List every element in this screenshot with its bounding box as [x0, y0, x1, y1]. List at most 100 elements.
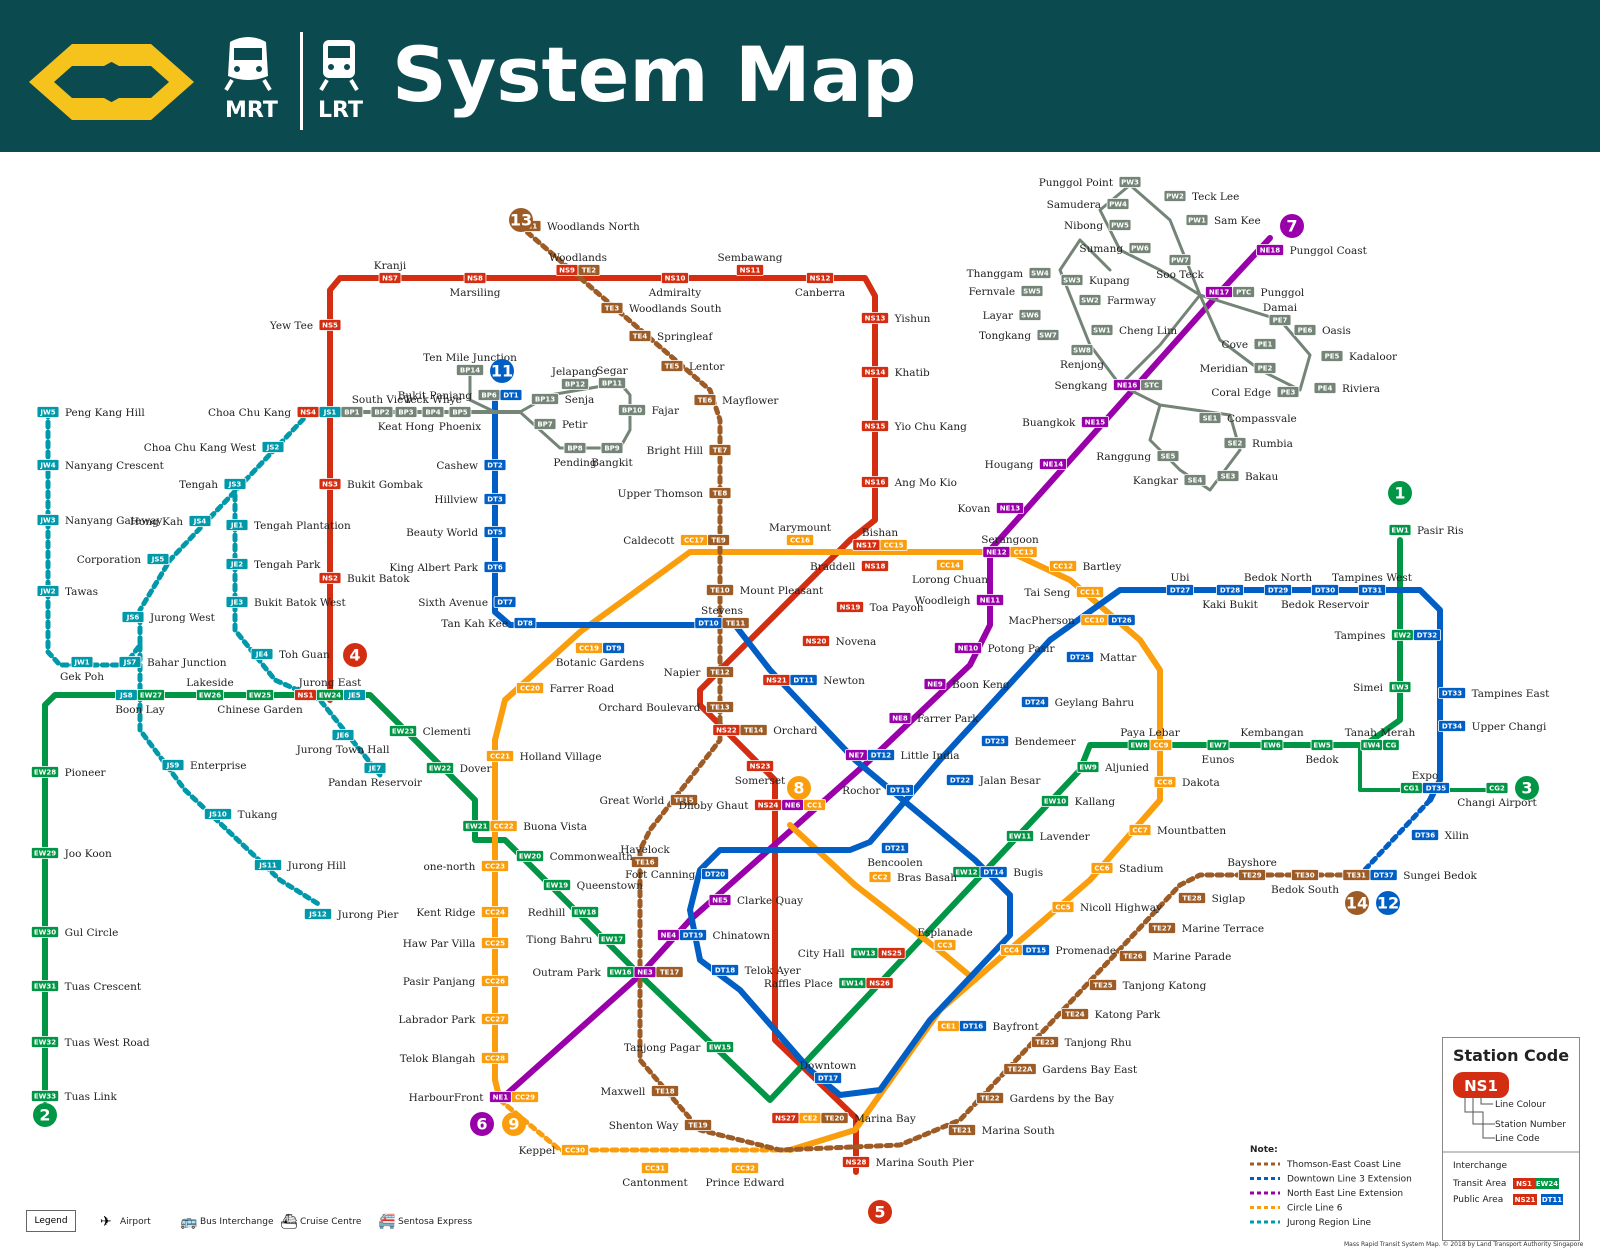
station-joo-koon[interactable]: EW29 — [30, 847, 60, 859]
station-bedok-north[interactable]: DT29 — [1264, 584, 1293, 596]
station-damai[interactable]: PE7 — [1268, 314, 1292, 326]
station-simei[interactable]: EW3 — [1388, 681, 1412, 693]
station-south-view[interactable]: BP2 — [370, 406, 394, 418]
station-tongkang[interactable]: SW7 — [1036, 329, 1060, 341]
station-cove[interactable]: PE1 — [1253, 338, 1277, 350]
station-keat-hong[interactable]: BP3 — [394, 406, 418, 418]
station-bedok-south[interactable]: TE30 — [1291, 869, 1320, 881]
station-woodlands-south[interactable]: TE3 — [600, 302, 624, 314]
station-samudera[interactable]: PW4 — [1106, 198, 1130, 210]
station-toa-payoh[interactable]: NS19 — [836, 601, 865, 613]
station-dakota[interactable]: CC8 — [1153, 776, 1177, 788]
station-lavender[interactable]: EW11 — [1006, 830, 1035, 842]
station-dover[interactable]: EW22 — [425, 762, 454, 774]
station-orchard-boulevard[interactable]: TE13 — [706, 701, 735, 713]
station-clementi[interactable]: EW23 — [388, 725, 417, 737]
station-mattar[interactable]: DT25 — [1066, 651, 1095, 663]
station-king-albert-park[interactable]: DT6 — [483, 561, 507, 573]
station-punggol-point[interactable]: PW3 — [1118, 176, 1142, 188]
station-senja[interactable]: BP13 — [531, 393, 560, 405]
station-holland-village[interactable]: CC21 — [485, 750, 514, 762]
station-toh-guan[interactable]: JE4 — [250, 648, 274, 660]
station-enterprise[interactable]: JS9 — [161, 759, 185, 771]
station-jurong-pier[interactable]: JS12 — [303, 908, 332, 920]
station-esplanade[interactable]: CC3 — [933, 939, 957, 951]
station-mountbatten[interactable]: CC7 — [1128, 824, 1152, 836]
station-chinese-garden[interactable]: EW25 — [245, 689, 274, 701]
station-tanjong-pagar[interactable]: EW15 — [706, 1041, 735, 1053]
station-hillview[interactable]: DT3 — [483, 493, 507, 505]
station-mount-pleasant[interactable]: TE10 — [706, 584, 735, 596]
station-marina-south[interactable]: TE21 — [948, 1124, 977, 1136]
station-clarke-quay[interactable]: NE5 — [708, 894, 732, 906]
station-khatib[interactable]: NS14 — [861, 366, 890, 378]
station-bukit-batok[interactable]: NS2 — [318, 572, 342, 584]
station-queenstown[interactable]: EW19 — [543, 879, 572, 891]
station-lorong-chuan[interactable]: CC14 — [936, 559, 965, 571]
station-petir[interactable]: BP7 — [533, 418, 557, 430]
station-commonwealth[interactable]: EW20 — [516, 850, 545, 862]
station-katong-park[interactable]: TE24 — [1061, 1008, 1090, 1020]
station-keppel[interactable]: CC30 — [561, 1144, 590, 1156]
station-segar[interactable]: BP11 — [598, 377, 627, 389]
station-marine-terrace[interactable]: TE27 — [1148, 922, 1177, 934]
station-kangkar[interactable]: SE4 — [1183, 474, 1207, 486]
station-compassvale[interactable]: SE1 — [1198, 412, 1222, 424]
station-tengah-park[interactable]: JE2 — [225, 558, 249, 570]
station-thanggam[interactable]: SW4 — [1028, 267, 1052, 279]
station-kovan[interactable]: NE13 — [996, 502, 1025, 514]
station-tuas-crescent[interactable]: EW31 — [30, 980, 60, 992]
station-tampines-east[interactable]: DT33 — [1438, 687, 1467, 699]
station-cashew[interactable]: DT2 — [483, 459, 507, 471]
station-bakau[interactable]: SE3 — [1216, 470, 1240, 482]
station-nicoll-highway[interactable]: CC5 — [1051, 901, 1075, 913]
station-changi-airport[interactable]: CG2 — [1485, 782, 1509, 794]
station-pioneer[interactable]: EW28 — [30, 766, 60, 778]
station-tanjong-rhu[interactable]: TE23 — [1031, 1036, 1060, 1048]
station-sumang[interactable]: PW6 — [1128, 242, 1152, 254]
station-ten-mile-junction[interactable]: BP14 — [455, 364, 484, 376]
station-teck-lee[interactable]: PW2 — [1163, 190, 1187, 202]
station-jelapang[interactable]: BP12 — [561, 378, 590, 390]
station-haw-par-villa[interactable]: CC25 — [480, 937, 509, 949]
station-rochor[interactable]: DT13 — [886, 784, 915, 796]
station-great-world[interactable]: TE15 — [670, 794, 699, 806]
station-jurong-west[interactable]: JS6 — [121, 611, 145, 623]
station-ranggung[interactable]: SE5 — [1156, 450, 1180, 462]
station-bedok-reservoir[interactable]: DT30 — [1311, 584, 1340, 596]
station-marymount[interactable]: CC16 — [786, 534, 815, 546]
station-kembangan[interactable]: EW6 — [1260, 739, 1284, 751]
station-farrer-road[interactable]: CC20 — [516, 682, 545, 694]
station-jurong-hill[interactable]: JS11 — [253, 859, 282, 871]
station-bukit-gombak[interactable]: NS3 — [318, 478, 342, 490]
station-ang-mo-kio[interactable]: NS16 — [861, 476, 890, 488]
station-gardens-by-the-bay[interactable]: TE22 — [976, 1092, 1005, 1104]
station-hougang[interactable]: NE14 — [1039, 458, 1068, 470]
station-kaki-bukit[interactable]: DT28 — [1216, 584, 1245, 596]
station-one-north[interactable]: CC23 — [480, 860, 509, 872]
station-layar[interactable]: SW6 — [1018, 309, 1042, 321]
station-bencoolen[interactable]: DT21 — [881, 842, 910, 854]
station-tengah[interactable]: JS3 — [223, 478, 247, 490]
station-kadaloor[interactable]: PE5 — [1320, 350, 1344, 362]
station-nibong[interactable]: PW5 — [1108, 219, 1132, 231]
station-aljunied[interactable]: EW9 — [1076, 761, 1100, 773]
